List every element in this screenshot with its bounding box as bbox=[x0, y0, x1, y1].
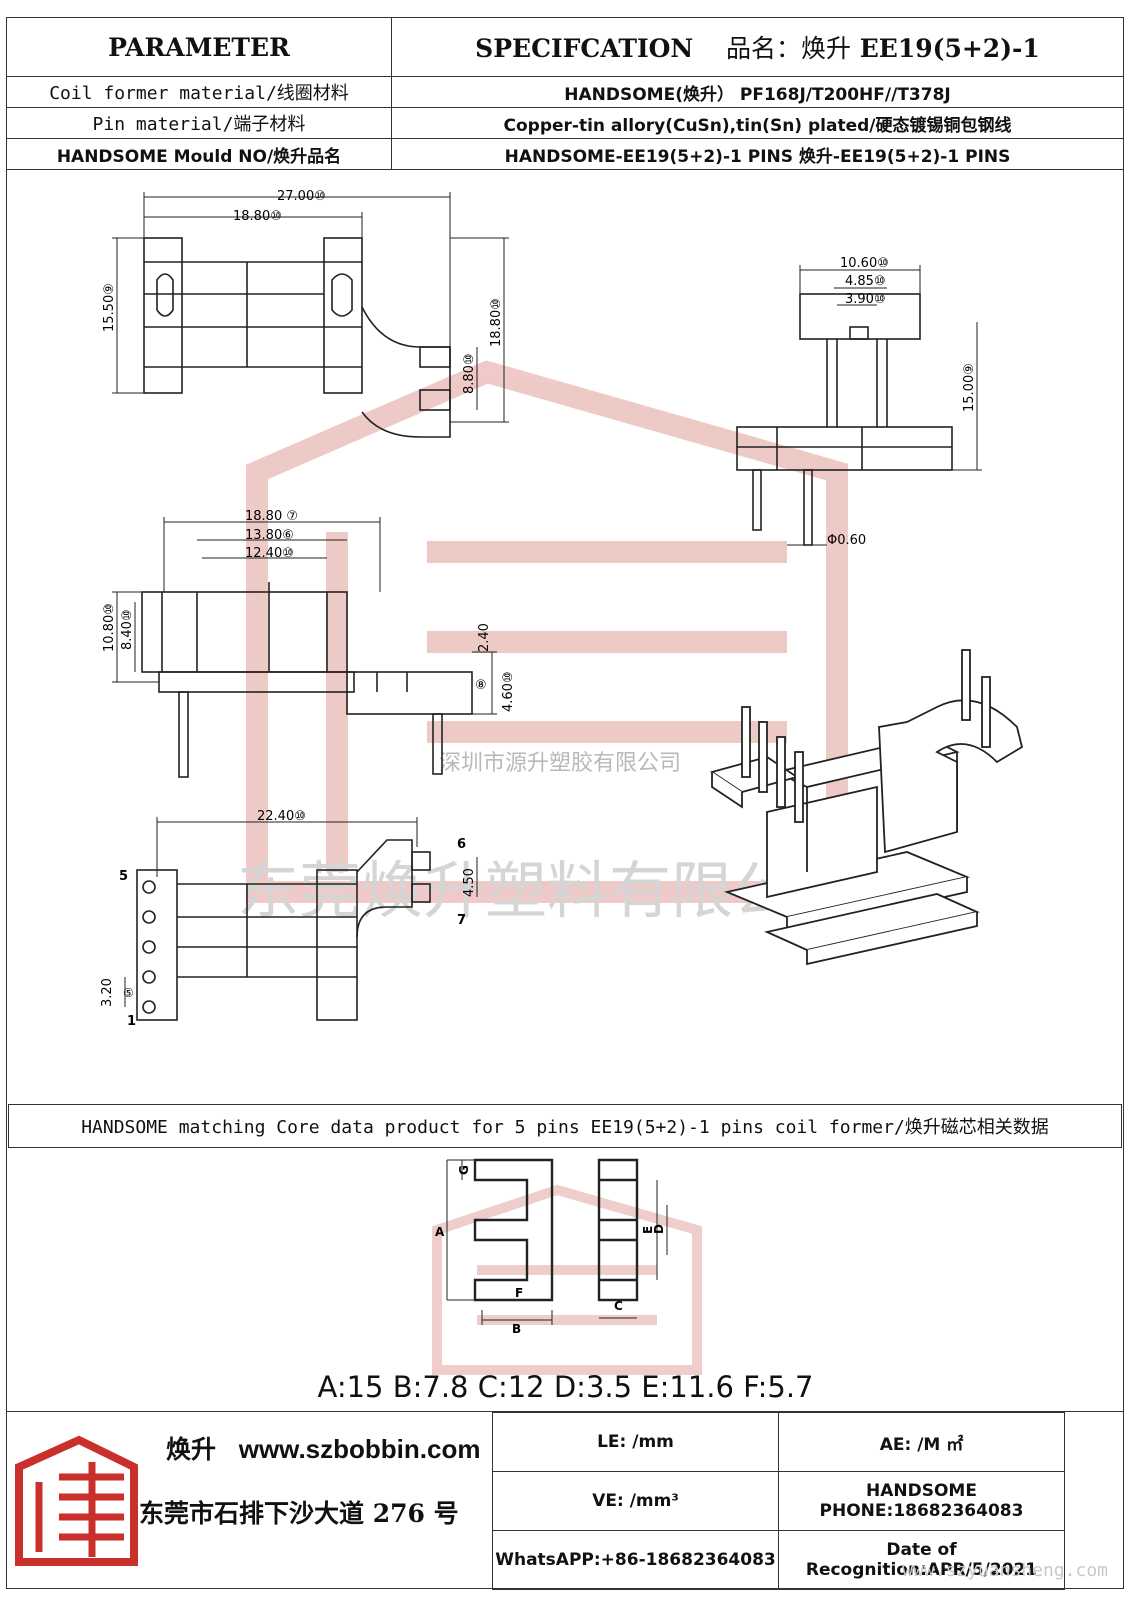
pin-label-7: 7 bbox=[457, 913, 466, 928]
dim-pitch-mark: ⑤ bbox=[123, 986, 134, 1000]
row-label-mould-no: HANDSOME Mould NO/焕升品名 bbox=[6, 138, 392, 170]
ve-cell: VE: /mm³ bbox=[492, 1471, 779, 1531]
website-link[interactable]: www.szbobbin.com bbox=[238, 1434, 481, 1464]
footer-info-table: LE: /mm AE: /M ㎡ VE: /mm³ HANDSOME PHONE… bbox=[492, 1412, 1065, 1590]
dim-front-h1: 10.80⑩ bbox=[102, 603, 117, 652]
dim-bottom-pin-gap: 4.50 bbox=[462, 868, 477, 897]
front-view bbox=[112, 517, 497, 778]
dim-front-w3: 12.40⑩ bbox=[245, 546, 294, 561]
core-label-c: C bbox=[614, 1299, 623, 1313]
dim-top-right-height: 18.80⑩ bbox=[489, 298, 504, 347]
pin-label-6: 6 bbox=[457, 837, 466, 852]
core-label-f: F bbox=[515, 1286, 523, 1300]
dim-front-mark: ⑧ bbox=[475, 678, 487, 693]
watermark-url: www.szyuansheng.com bbox=[902, 1560, 1108, 1581]
core-label-b: B bbox=[512, 1322, 521, 1336]
dim-top-pin-gap: 8.80⑩ bbox=[462, 353, 477, 394]
dim-front-h4: 4.60⑩ bbox=[501, 671, 516, 712]
parameter-heading: PARAMETER bbox=[6, 17, 392, 77]
dim-side-inner: 3.90⑩ bbox=[845, 292, 886, 307]
row-label-coil-material: Coil former material/线圈材料 bbox=[6, 76, 392, 108]
bottom-view bbox=[124, 817, 478, 1021]
row-value-coil-material: HANDSOME(焕升） PF168J/T200HF//T378J bbox=[391, 76, 1124, 108]
matching-core-title: HANDSOME matching Core data product for … bbox=[8, 1104, 1122, 1148]
product-name-label: 品名：焕升 bbox=[726, 34, 852, 63]
watermark-small-text: 深圳市源升塑胶有限公司 bbox=[439, 751, 681, 776]
brand-line: 焕升 www.szbobbin.com bbox=[166, 1430, 480, 1466]
dim-top-left-height: 15.50⑨ bbox=[102, 283, 117, 332]
dim-side-mid: 4.85⑩ bbox=[845, 274, 886, 289]
dim-front-h3: 2.40 bbox=[477, 623, 492, 652]
row-value-mould-no: HANDSOME-EE19(5+2)-1 PINS 焕升-EE19(5+2)-1… bbox=[391, 138, 1124, 170]
core-data-values: A:15 B:7.8 C:12 D:3.5 E:11.6 F:5.7 bbox=[317, 1370, 814, 1404]
handsome-logo bbox=[15, 1435, 138, 1566]
header-table: PARAMETER SPECIFCATION 品名：焕升 EE19(5+2)-1… bbox=[6, 17, 1124, 170]
dim-side-height: 15.00⑨ bbox=[962, 363, 977, 412]
phone-cell: HANDSOME PHONE:18682364083 bbox=[778, 1471, 1065, 1531]
ae-cell: AE: /M ㎡ bbox=[778, 1412, 1065, 1472]
company-address: 东莞市石排下沙大道 276 号 bbox=[139, 1499, 459, 1528]
footer: 焕升 www.szbobbin.com 东莞市石排下沙大道 276 号 LE: … bbox=[6, 1411, 1124, 1590]
brand-name: 焕升 bbox=[166, 1435, 217, 1464]
pin-label-1: 1 bbox=[127, 1014, 136, 1029]
specification-heading: SPECIFCATION 品名：焕升 EE19(5+2)-1 bbox=[391, 17, 1124, 77]
side-view bbox=[736, 265, 982, 546]
dim-bottom-width: 22.40⑩ bbox=[257, 809, 306, 824]
pin-label-5: 5 bbox=[119, 869, 128, 884]
technical-drawing: 深圳市源升塑胶有限公司 东莞焕升塑料有限公司 27.00⑩ 18.80⑩ 15.… bbox=[100, 189, 1024, 1029]
date-cell: Date of Recognition:APR/5/2021 bbox=[778, 1530, 1065, 1590]
dim-side-width: 10.60⑩ bbox=[840, 256, 889, 271]
row-label-pin-material: Pin material/端子材料 bbox=[6, 107, 392, 139]
dim-top-width: 27.00⑩ bbox=[277, 189, 326, 204]
dim-pin-dia: Φ0.60 bbox=[827, 533, 866, 548]
whatsapp-cell: WhatsAPP:+86-18682364083 bbox=[492, 1530, 779, 1590]
core-label-e: E bbox=[641, 1226, 655, 1234]
dim-front-h2: 8.40⑩ bbox=[120, 609, 135, 650]
core-label-d: D bbox=[652, 1224, 666, 1234]
dim-front-w2: 13.80⑥ bbox=[245, 528, 294, 543]
core-label-g: G bbox=[457, 1165, 471, 1175]
isometric-view bbox=[709, 649, 1024, 966]
core-label-a: A bbox=[435, 1225, 445, 1239]
watermark-logo bbox=[246, 360, 848, 903]
dim-front-w1: 18.80 ⑦ bbox=[245, 509, 298, 524]
top-view bbox=[112, 192, 509, 438]
core-drawing: A B C D E F G bbox=[432, 1158, 702, 1375]
dim-bottom-pin-pitch: 3.20 bbox=[100, 978, 115, 1007]
product-name: EE19(5+2)-1 bbox=[859, 34, 1040, 63]
row-value-pin-material: Copper-tin allory(CuSn),tin(Sn) plated/硬… bbox=[391, 107, 1124, 139]
core-e-shape bbox=[446, 1158, 668, 1325]
dim-top-inner: 18.80⑩ bbox=[233, 209, 282, 224]
le-cell: LE: /mm bbox=[492, 1412, 779, 1472]
